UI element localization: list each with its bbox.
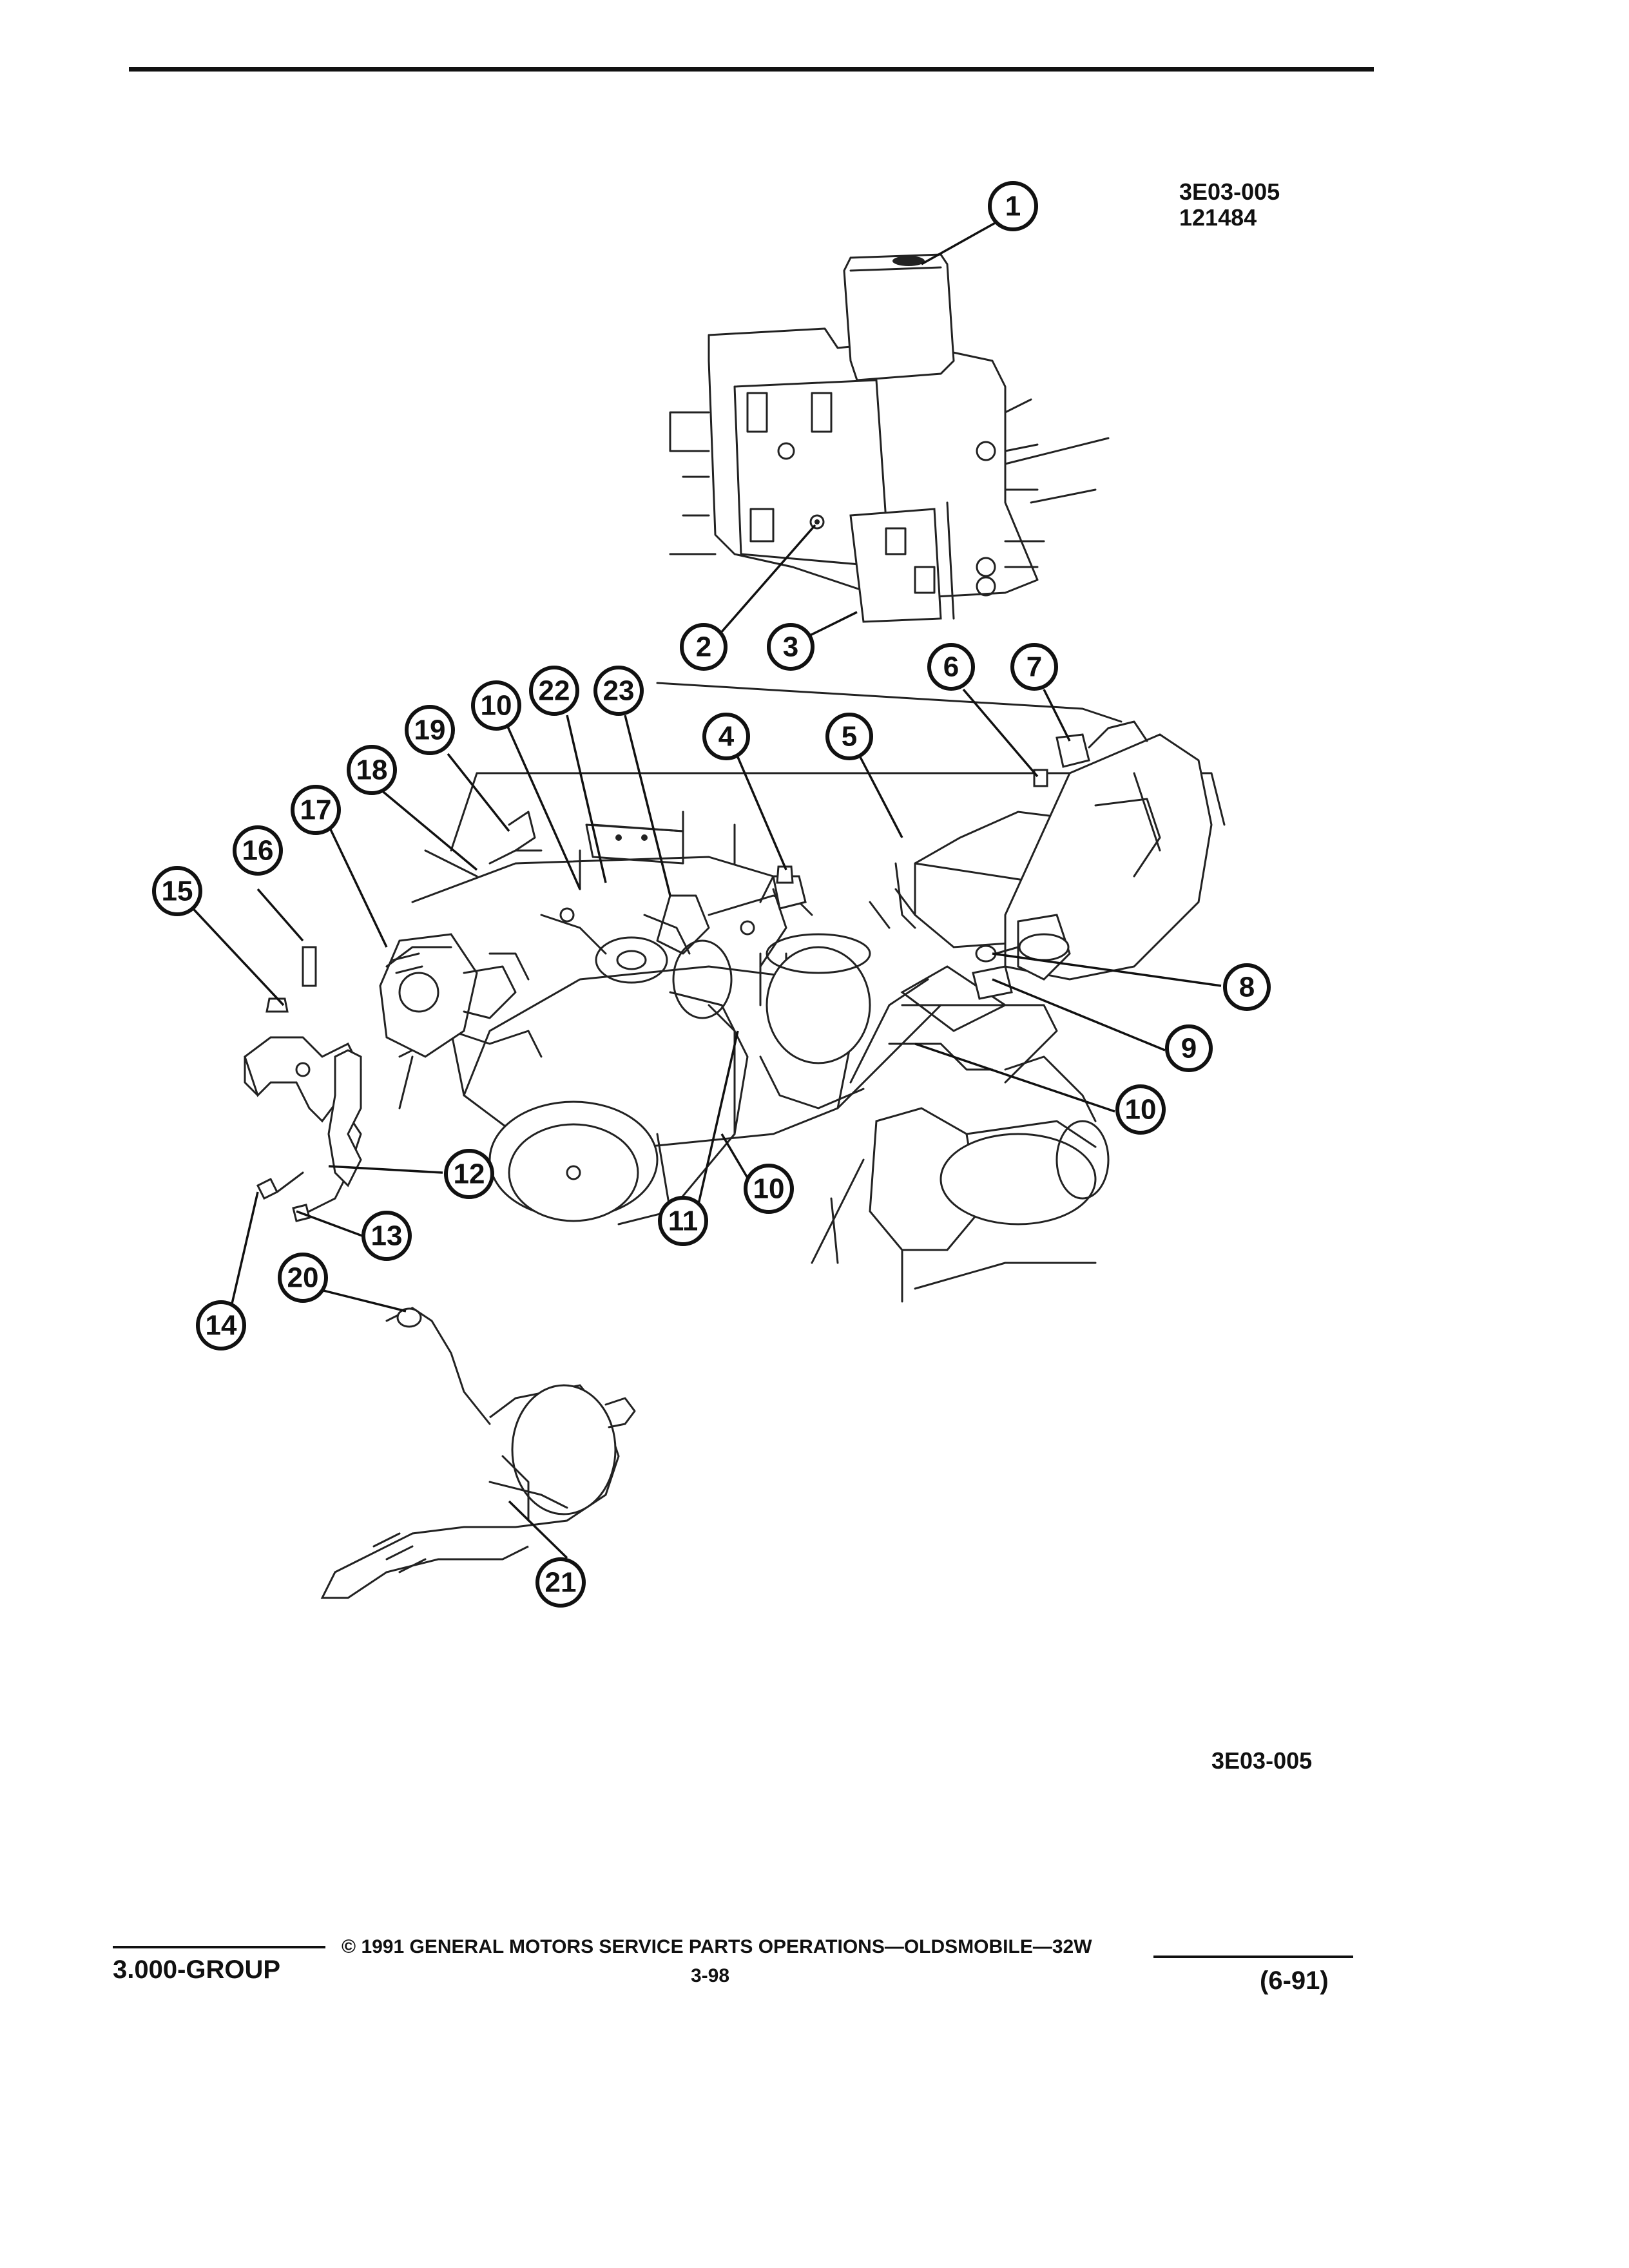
- svg-text:22: 22: [539, 675, 570, 707]
- svg-text:17: 17: [300, 794, 332, 826]
- svg-text:13: 13: [371, 1220, 403, 1252]
- footer-copyright: © 1991 GENERAL MOTORS SERVICE PARTS OPER…: [342, 1936, 1092, 1957]
- svg-text:6: 6: [943, 651, 959, 683]
- top-rule: [129, 67, 1374, 72]
- svg-text:16: 16: [242, 835, 274, 867]
- callout-8: 8: [1223, 963, 1271, 1011]
- figure-reference-code-bottom: 3E03-005: [1211, 1747, 1313, 1774]
- svg-text:4: 4: [718, 721, 735, 753]
- svg-text:12: 12: [454, 1158, 485, 1190]
- svg-text:10: 10: [1125, 1094, 1157, 1126]
- callout-6: 6: [927, 643, 975, 691]
- lower-detail-art: [320, 1307, 636, 1599]
- footer-page-number: 3-98: [691, 1965, 730, 1986]
- svg-text:23: 23: [603, 675, 635, 707]
- callout-22: 22: [529, 666, 579, 716]
- svg-text:10: 10: [753, 1173, 785, 1205]
- hardware-parts-art: [256, 720, 1148, 1222]
- callout-10-upper: 10: [471, 680, 521, 731]
- callout-5: 5: [825, 713, 873, 760]
- svg-text:14: 14: [206, 1310, 237, 1341]
- svg-text:19: 19: [414, 715, 446, 746]
- callout-11: 11: [658, 1196, 708, 1246]
- callout-2: 2: [680, 623, 728, 671]
- engine-assembly-art: [244, 682, 1226, 1303]
- svg-text:18: 18: [356, 754, 388, 786]
- footer-rule-right: [1153, 1956, 1353, 1958]
- callout-3: 3: [767, 623, 815, 671]
- svg-text:5: 5: [842, 721, 857, 753]
- callout-18: 18: [347, 745, 397, 795]
- callout-14: 14: [196, 1300, 246, 1350]
- callout-17: 17: [291, 785, 341, 835]
- svg-text:3: 3: [783, 631, 798, 663]
- callout-10-right: 10: [1115, 1084, 1166, 1135]
- svg-text:15: 15: [162, 876, 193, 907]
- callout-15: 15: [152, 866, 202, 916]
- footer-revision-date: (6-91): [1260, 1966, 1329, 1995]
- svg-text:2: 2: [696, 631, 711, 663]
- figure-reference-code-top: 3E03-005: [1179, 178, 1280, 205]
- callout-12: 12: [444, 1149, 494, 1199]
- callout-21: 21: [535, 1557, 586, 1608]
- callout-16: 16: [233, 825, 283, 876]
- callout-20: 20: [278, 1253, 328, 1303]
- callout-9: 9: [1165, 1024, 1213, 1072]
- callout-10-lower: 10: [744, 1164, 794, 1214]
- svg-text:20: 20: [287, 1262, 319, 1294]
- footer-group-label: 3.000-GROUP: [113, 1956, 281, 1984]
- figure-reference-number-top: 121484: [1179, 204, 1257, 231]
- svg-text:7: 7: [1027, 651, 1042, 683]
- svg-text:10: 10: [481, 690, 512, 722]
- callout-13: 13: [361, 1211, 412, 1261]
- leader-lines: [186, 218, 1222, 1559]
- svg-text:21: 21: [545, 1567, 577, 1599]
- callout-1: 1: [988, 181, 1038, 231]
- callout-23: 23: [593, 666, 644, 716]
- callout-7: 7: [1010, 643, 1058, 691]
- svg-text:9: 9: [1181, 1033, 1197, 1064]
- callout-4: 4: [702, 713, 750, 760]
- svg-text:11: 11: [668, 1206, 699, 1237]
- footer-rule-left: [113, 1946, 325, 1948]
- svg-text:1: 1: [1005, 191, 1021, 222]
- svg-text:8: 8: [1239, 972, 1255, 1003]
- upper-assembly-art: [669, 253, 1110, 623]
- callout-19: 19: [405, 705, 455, 755]
